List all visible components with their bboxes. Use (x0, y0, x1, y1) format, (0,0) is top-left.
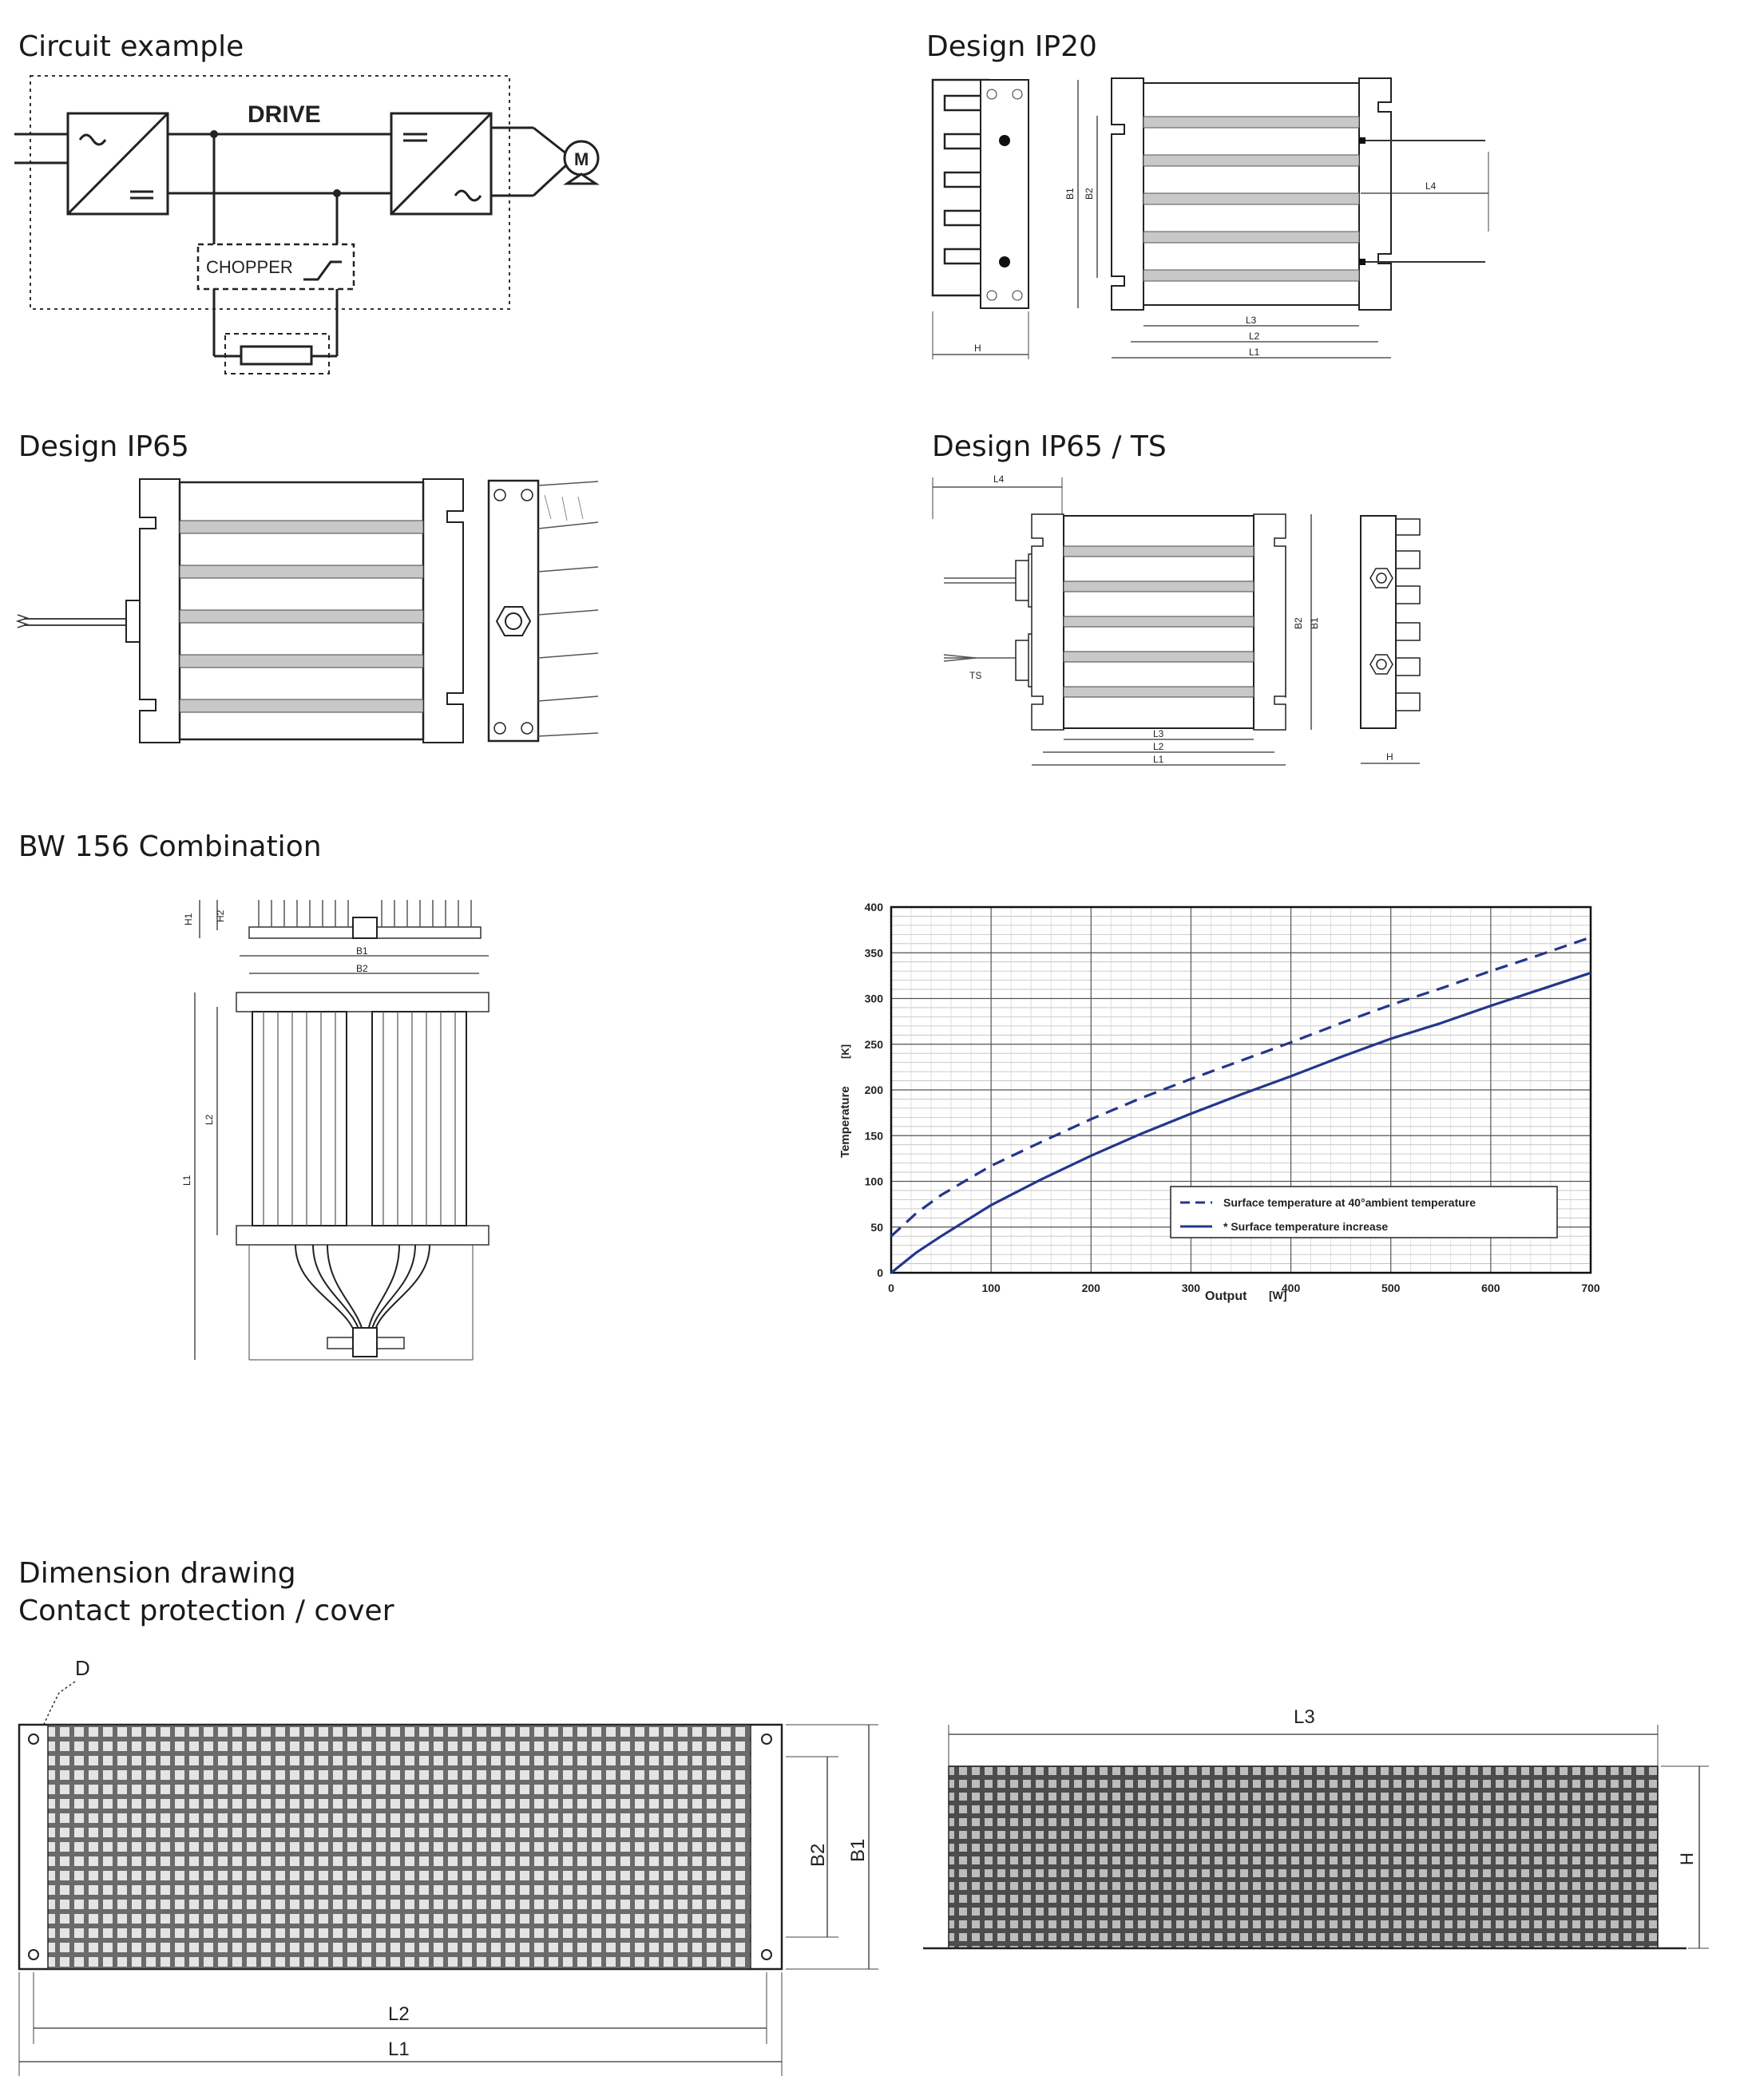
legend-label-increase: * Surface temperature increase (1223, 1220, 1388, 1233)
heading-bw156-combination: BW 156 Combination (18, 830, 322, 863)
x-tick-label: 200 (1082, 1282, 1101, 1294)
cover-dim-l3: L3 (1294, 1706, 1315, 1728)
y-tick-label: 250 (865, 1038, 884, 1051)
y-tick-label: 400 (865, 901, 884, 913)
ip65ts-dim-h: H (1386, 751, 1393, 763)
x-tick-label: 100 (981, 1282, 1001, 1294)
circuit-diagram: DRIVE M CHOPPER (14, 75, 600, 374)
chart-ticks: 0 50 100 150 200 250 300 350 400 0 100 200 300 400 500… (865, 901, 1600, 1294)
bw156-dim-b1: B1 (356, 945, 368, 957)
series-line-ambient (890, 936, 1591, 1238)
y-tick-label: 200 (865, 1084, 884, 1096)
ip20-dim-l3: L3 (1246, 315, 1257, 326)
y-tick-label: 0 (877, 1266, 883, 1279)
chart-legend (1170, 1186, 1558, 1238)
ip20-dim-l1: L1 (1249, 347, 1260, 358)
design-ip65-drawing (15, 478, 599, 743)
y-tick-label: 300 (865, 993, 884, 1005)
ip65ts-dim-l4: L4 (993, 473, 1005, 485)
cover-dim-l1: L1 (388, 2039, 410, 2060)
heading-dimension-drawing: Dimension drawing (18, 1557, 296, 1590)
bw156-dim-h1: H1 (183, 913, 194, 925)
x-tick-label: 300 (1182, 1282, 1201, 1294)
heading-circuit-example: Circuit example (18, 30, 244, 63)
ip65ts-dim-l2: L2 (1153, 741, 1164, 752)
ip65ts-ts-label: TS (969, 670, 981, 681)
x-tick-label: 700 (1581, 1282, 1600, 1294)
temperature-chart: 0 50 100 150 200 250 300 350 400 0 100 200 300 400 500… (838, 901, 1600, 1303)
chart-y-axis-unit: [K] (839, 1044, 851, 1059)
ip20-dim-b2: B2 (1084, 188, 1095, 200)
cover-dim-d: D (75, 1656, 90, 1680)
bw156-dim-b2: B2 (356, 963, 368, 974)
cover-dim-h: H (1677, 1852, 1697, 1865)
cover-front-drawing: D B2 B1 L2 L1 (18, 1656, 878, 2076)
cover-dim-l2: L2 (388, 2003, 410, 2025)
ip65ts-dim-b2: B2 (1293, 617, 1304, 629)
cover-dim-b1: B1 (847, 1839, 869, 1862)
ip20-dim-b1: B1 (1064, 188, 1076, 200)
bw156-drawing: H1 H2 B1 B2 L1 L2 (181, 900, 489, 1361)
design-ip65-ts-drawing: L4 TS B1 B2 L3 L2 L1 H (932, 473, 1421, 766)
legend-label-ambient: Surface temperature at 40°ambient temper… (1223, 1196, 1476, 1209)
chart-series-group (890, 936, 1591, 1274)
y-tick-label: 50 (870, 1221, 883, 1234)
ip65ts-dim-b1: B1 (1309, 617, 1320, 629)
y-tick-label: 150 (865, 1129, 884, 1142)
ip65ts-dim-l1: L1 (1153, 754, 1164, 765)
bw156-dim-l1: L1 (181, 1175, 192, 1186)
drive-label: DRIVE (248, 101, 321, 128)
motor-label: M (574, 149, 589, 169)
chart-x-axis-unit: [W] (1269, 1289, 1287, 1302)
heading-design-ip65-ts: Design IP65 / TS (932, 430, 1167, 463)
ip20-dim-l2: L2 (1249, 331, 1260, 342)
y-tick-label: 100 (865, 1175, 884, 1188)
x-tick-label: 0 (888, 1282, 894, 1294)
cover-dim-b2: B2 (807, 1844, 829, 1867)
heading-design-ip65: Design IP65 (18, 430, 189, 463)
cover-side-drawing: L3 H (923, 1706, 1709, 1950)
heading-contact-protection: Contact protection / cover (18, 1595, 394, 1627)
ip20-dim-h: H (974, 343, 981, 354)
series-line-increase (890, 971, 1591, 1274)
chart-y-axis-label: Temperature (838, 1086, 852, 1158)
ip20-dim-l4: L4 (1425, 180, 1437, 192)
chopper-label: CHOPPER (206, 257, 293, 277)
design-ip20-drawing: H L4 B1 B2 L3 L2 L1 (931, 77, 1489, 359)
x-tick-label: 600 (1481, 1282, 1500, 1294)
bw156-dim-l2: L2 (204, 1114, 215, 1125)
x-tick-label: 500 (1381, 1282, 1401, 1294)
x-tick-label: 400 (1282, 1282, 1301, 1294)
chart-x-axis-label: Output (1205, 1290, 1247, 1303)
heading-design-ip20: Design IP20 (926, 30, 1097, 63)
bw156-dim-h2: H2 (215, 909, 226, 922)
y-tick-label: 350 (865, 946, 884, 959)
ip65ts-dim-l3: L3 (1153, 728, 1164, 739)
chart-plot-frame (890, 905, 1592, 1274)
